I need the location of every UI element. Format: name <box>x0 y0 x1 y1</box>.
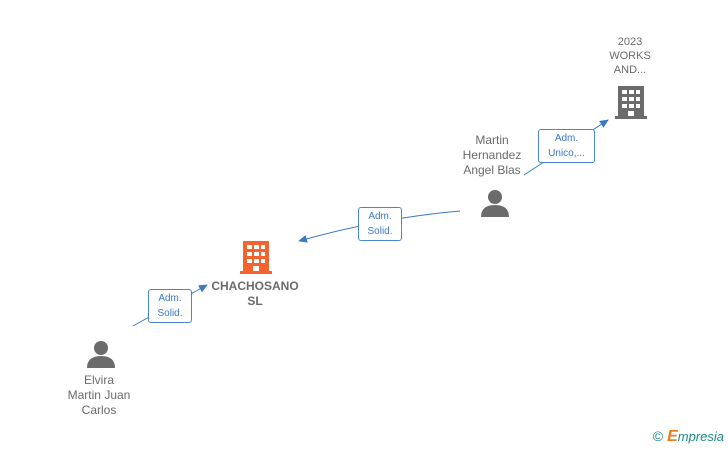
edge-label-line-1: Adm. <box>158 293 182 304</box>
person-martin-line-3: Angel Blas <box>463 163 521 177</box>
edge-label-elvira-to-chachosano[interactable]: Adm. Solid. <box>148 289 192 323</box>
company-chachosano-label[interactable]: CHACHOSANO SL <box>200 279 310 309</box>
person-icon[interactable] <box>86 339 116 369</box>
edge-label-line-1: Adm. <box>554 133 579 144</box>
person-elvira-line-3: Carlos <box>81 403 117 417</box>
person-martin-line-2: Hernandez <box>462 148 522 162</box>
edge-label-martin-to-2023[interactable]: Adm. Unico,... <box>538 129 595 163</box>
building-icon[interactable] <box>240 239 272 275</box>
company-chachosano-line-2: SL <box>247 294 263 308</box>
person-elvira-label[interactable]: Elvira Martin Juan Carlos <box>54 373 144 418</box>
empresia-watermark: ©Empresia <box>653 428 724 446</box>
building-icon[interactable] <box>615 84 647 120</box>
person-icon[interactable] <box>480 188 510 218</box>
edge-label-line-2: Solid. <box>367 226 393 237</box>
brand-initial: E <box>667 428 678 445</box>
person-martin-hernandez-label[interactable]: Martin Hernandez Angel Blas <box>448 133 536 178</box>
copyright-symbol: © <box>652 428 664 444</box>
company-2023-line-1: 2023 <box>617 36 643 48</box>
company-2023-line-2: WORKS <box>609 50 651 62</box>
person-martin-line-1: Martin <box>475 133 509 147</box>
edge-label-martin-to-chachosano[interactable]: Adm. Solid. <box>358 207 402 241</box>
company-chachosano-line-1: CHACHOSANO <box>211 279 299 293</box>
edge-label-line-1: Adm. <box>368 211 392 222</box>
brand-name: mpresia <box>677 429 724 444</box>
company-2023-works-label[interactable]: 2023 WORKS AND... <box>590 35 670 77</box>
company-2023-line-3: AND... <box>613 64 647 76</box>
edge-label-line-2: Unico,... <box>548 148 585 159</box>
person-elvira-line-2: Martin Juan <box>67 388 131 402</box>
edge-label-line-2: Solid. <box>157 308 183 319</box>
person-elvira-line-1: Elvira <box>83 373 114 387</box>
